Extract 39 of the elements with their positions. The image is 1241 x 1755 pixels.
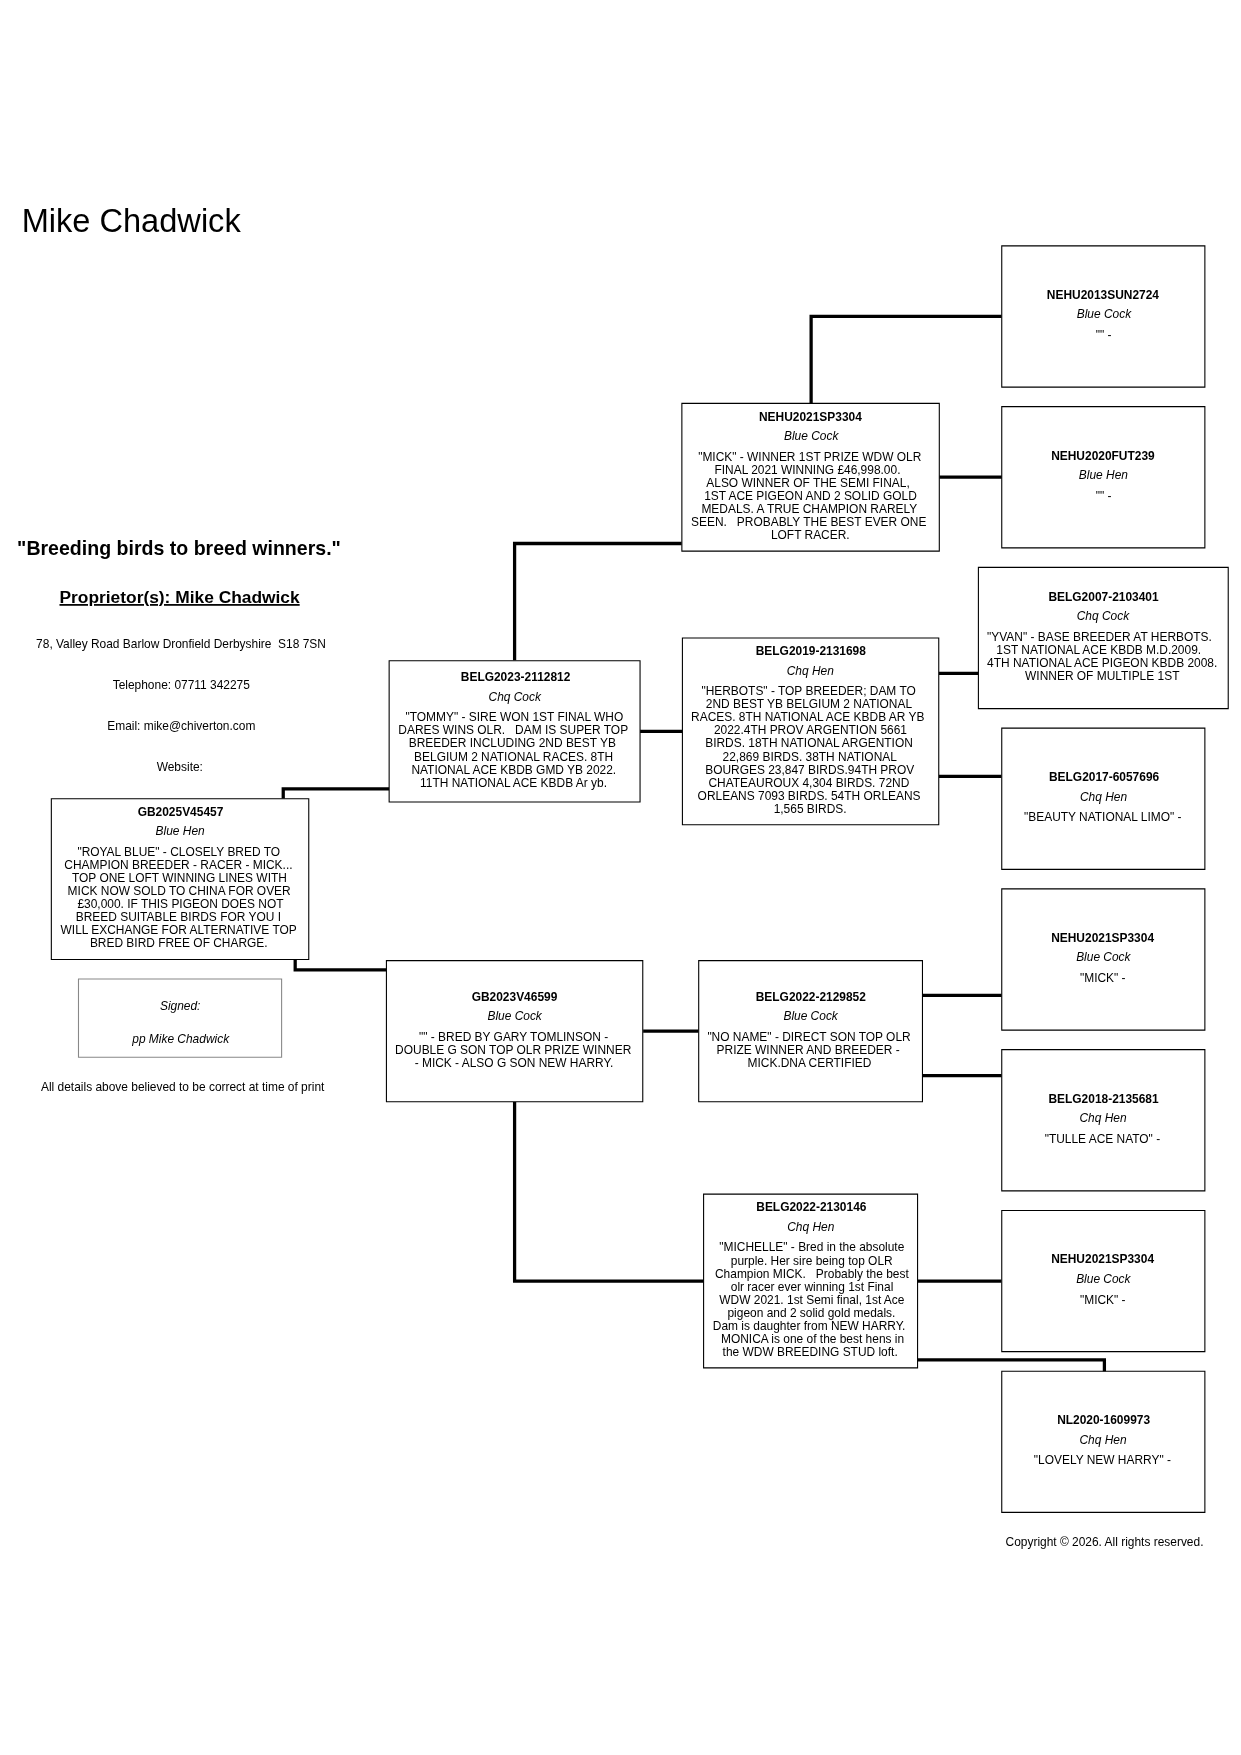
node-box: NEHU2021SP3304 Blue Cock "MICK" - WINNER 1ST PRIZE WDW OLR FINAL 2021 WINNING £46,998.00. ALSO WINNER OF THE SEMI FINAL, 1ST ACE PIGEON AND 2 SOLID GOLD MEDALS. A TRUE CHAMPION RARELY SEEN. PROBABLY THE BEST EVER ONE LOFT RACER. <box>681 402 940 552</box>
node-box: NEHU2021SP3304 Blue Cock "MICK" - <box>1001 888 1206 1031</box>
connector <box>281 787 390 799</box>
connector <box>512 541 682 661</box>
node-box: GB2023V46599 Blue Cock "" - BRED BY GARY TOMLINSON - DOUBLE G SON TOP OLR PRIZE WINNER - MICK - ALSO G SON NEW HARRY. <box>385 960 644 1103</box>
node-box: BELG2023-2112812 Chq Cock "TOMMY" - SIRE WON 1ST FINAL WHO DARES WINS OLR. DAM IS SUPER TOP BREEDER INCLUDING 2ND BEST YB BELGIUM 2 NATIONAL RACES. 8TH NATIONAL ACE KBDB GMD YB 2022. 11TH NATIONAL ACE KBDB Ar yb. <box>388 660 641 803</box>
connector <box>643 1029 699 1033</box>
node-box: Signed: pp Mike Chadwick <box>77 978 283 1058</box>
label: Proprietor(s): Mike Chadwick <box>59 587 300 608</box>
connector <box>809 314 1002 403</box>
node-box: GB2025V45457 Blue Hen "ROYAL BLUE" - CLOSELY BRED TO CHAMPION BREEDER - RACER - MICK... TOP ONE LOFT WINNING LINES WITH MICK NOW SOLD TO CHINA FOR OVER £30,000. IF THIS PIGEON DOES NOT BREED SUITABLE BIRDS FOR YOU I WILL EXCHANGE FOR ALTERNATIVE TOP BRED BIRD FREE OF CHARGE. <box>50 798 310 961</box>
node-box: NEHU2020FUT239 Blue Hen "" - <box>1001 406 1206 549</box>
label: Copyright © 2026. All rights reserved. <box>1005 1534 1204 1549</box>
connector <box>939 475 1002 479</box>
connector <box>512 1102 704 1283</box>
label: 78, Valley Road Barlow Dronfield Derbyshire S18 7SN <box>36 636 326 651</box>
node-box: BELG2007-2103401 Chq Cock "YVAN" - BASE BREEDER AT HERBOTS. 1ST NATIONAL ACE KBDB M.D.2009. 4TH NATIONAL ACE PIGEON KBDB 2008. WINNER OF MULTIPLE 1ST <box>977 566 1229 710</box>
label: Telephone: 07711 342275 <box>112 677 250 692</box>
node-box: BELG2017-6057696 Chq Hen "BEAUTY NATIONAL LIMO" - <box>1001 727 1206 870</box>
node-box: BELG2018-2135681 Chq Hen "TULLE ACE NATO" - <box>1001 1049 1206 1192</box>
node-box: NEHU2013SUN2724 Blue Cock "" - <box>1001 245 1206 388</box>
connector <box>640 729 682 734</box>
label: Website: <box>156 760 203 775</box>
node-box: BELG2019-2131698 Chq Hen "HERBOTS" - TOP BREEDER; DAM TO 2ND BEST YB BELGIUM 2 NATIONAL RACES. 8TH NATIONAL ACE KBDB AR YB 2022.4TH PROV ARGENTION 5661 BIRDS. 18TH NATIONAL ARGENTION 22,869 BIRDS. 38TH NATIONAL BOURGES 23,847 BIRDS.94TH PROV CHATEAUROUX 4,304 BIRDS. 72ND ORLEANS 7093 BIRDS. 54TH ORLEANS 1,565 BIRDS. <box>681 637 940 826</box>
label: Email: mike@chiverton.com <box>107 719 256 734</box>
node-box: NL2020-1609973 Chq Hen "LOVELY NEW HARRY" - <box>1001 1370 1206 1513</box>
connector <box>917 1358 1107 1372</box>
connector <box>293 959 387 972</box>
node-box: NEHU2021SP3304 Blue Cock "MICK" - <box>1001 1209 1206 1353</box>
connector <box>922 1074 1002 1078</box>
label: All details above believed to be correct at time of print <box>41 1079 325 1094</box>
connector <box>922 993 1002 997</box>
connector <box>939 774 1002 779</box>
node-box: BELG2022-2129852 Blue Cock "NO NAME" - DIRECT SON TOP OLR PRIZE WINNER AND BREEDER - MICK.DNA CERTIFIED <box>698 960 923 1103</box>
connector <box>917 1279 1002 1283</box>
diagram-title: Mike Chadwick <box>21 202 241 239</box>
node-box: BELG2022-2130146 Chq Hen "MICHELLE" - Bred in the absolute purple. Her sire being top OLR Champion MICK. Probably the best olr racer ever winning 1st Final WDW 2021. 1st Semi final, 1st Ace pigeon and 2 solid gold medals. Dam is daughter from NEW HARRY. MONICA is one of the best hens in the WDW BREEDING STUD loft. <box>703 1193 919 1369</box>
connector <box>939 671 979 675</box>
label: "Breeding birds to breed winners." <box>17 536 341 559</box>
